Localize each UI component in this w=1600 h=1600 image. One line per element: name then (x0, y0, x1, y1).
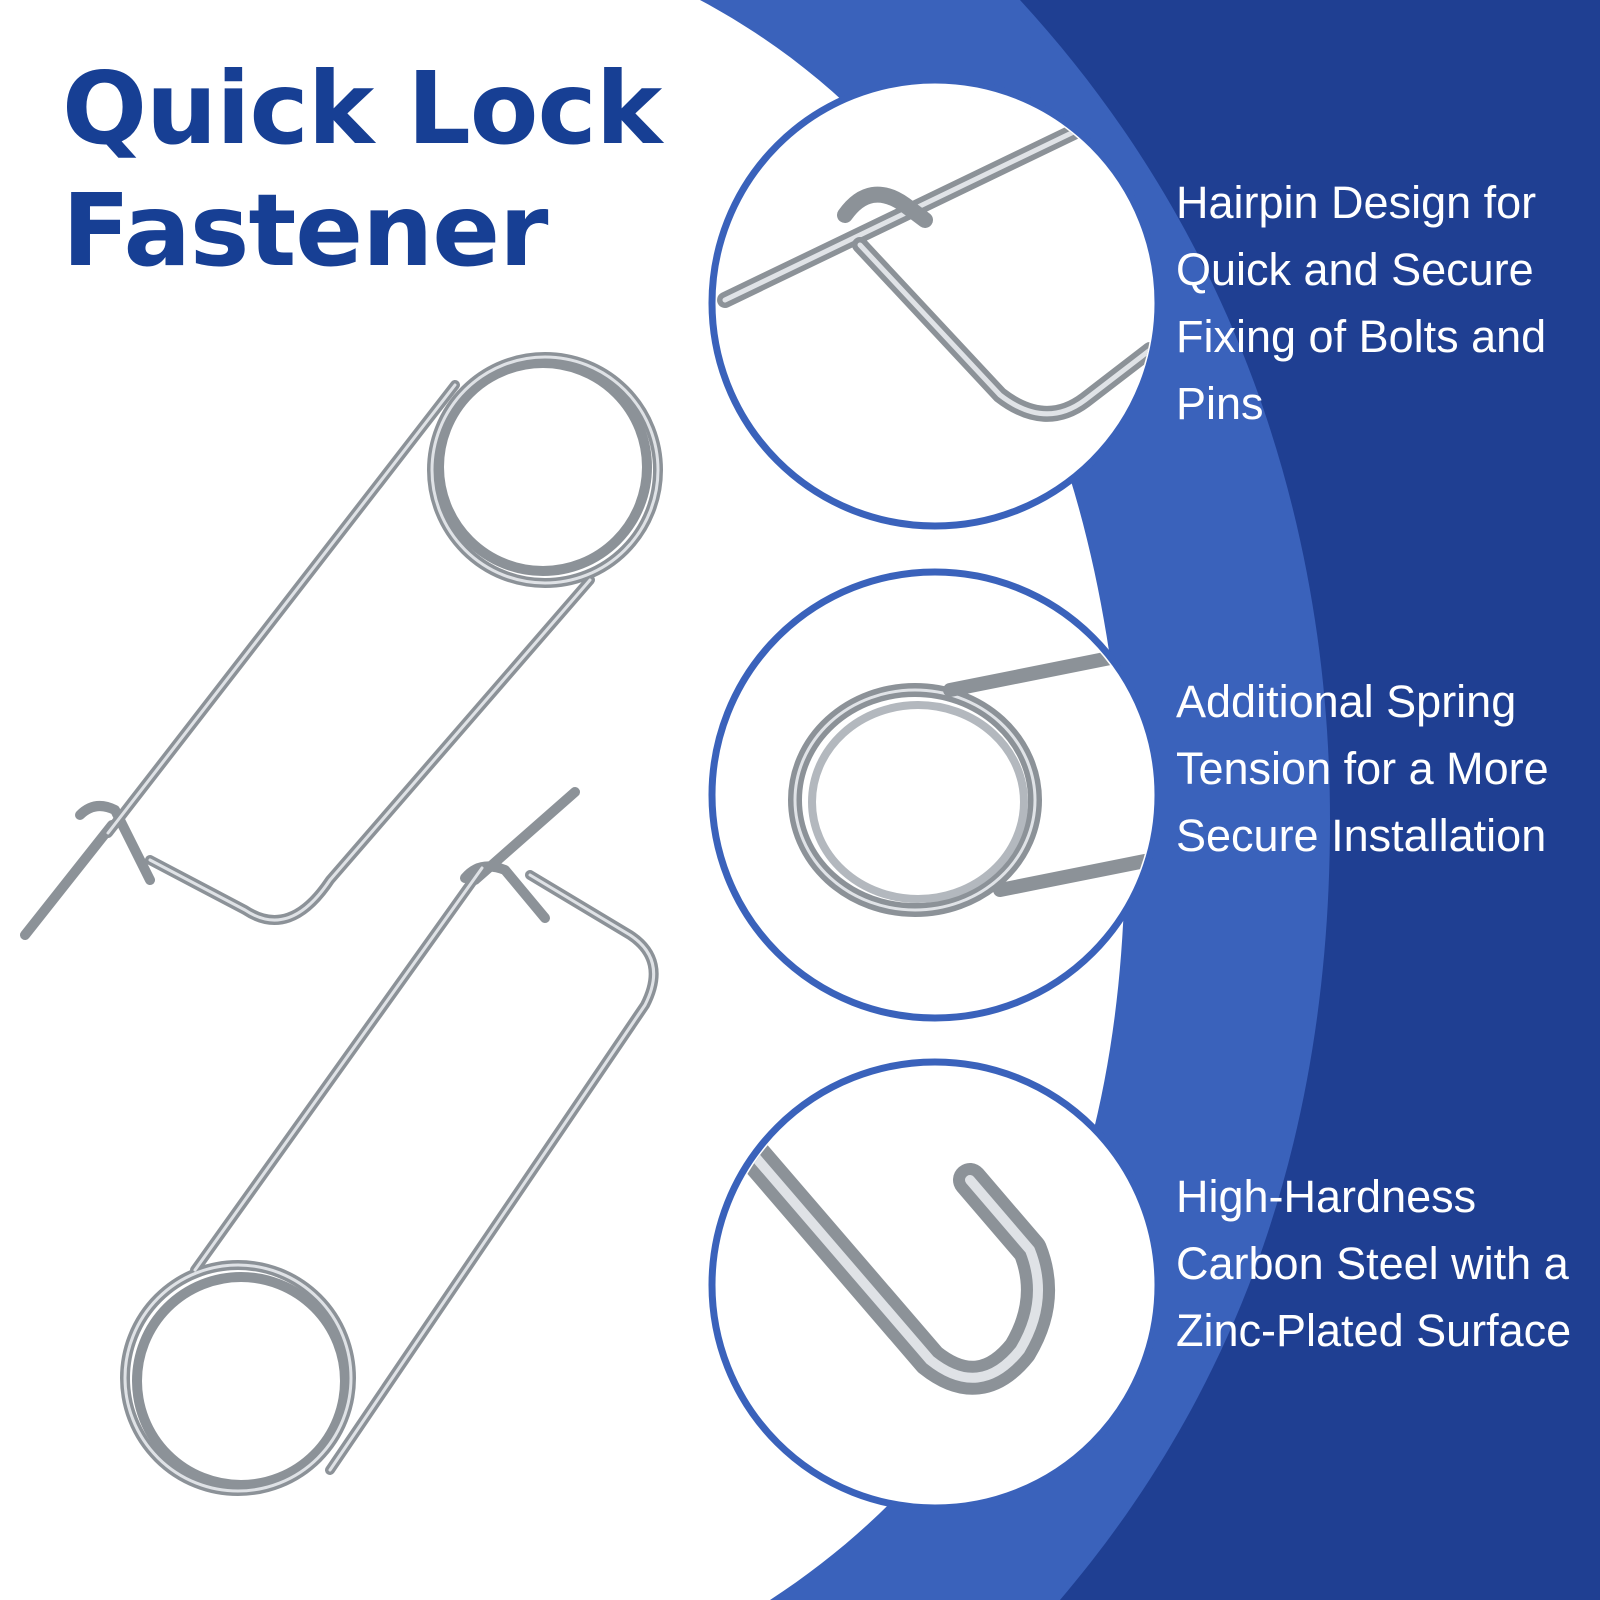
feature-text-spring: Additional Spring Tension for a More Sec… (1176, 676, 1549, 861)
page-title: Quick Lock Fastener (62, 48, 662, 292)
title-line-1: Quick Lock (62, 50, 662, 167)
blue-band-dark (1020, 0, 1600, 1600)
title-line-2: Fastener (62, 172, 548, 289)
upper-safety-pin-image (20, 352, 663, 940)
feature-text-steel: High-Hardness Carbon Steel with a Zinc-P… (1176, 1171, 1572, 1356)
detail-circle-hairpin (708, 76, 1162, 530)
feature-text-hairpin: Hairpin Design for Quick and Secure Fixi… (1176, 177, 1547, 429)
detail-circle-spring (708, 568, 1162, 1022)
lower-safety-pin-image (120, 787, 659, 1496)
detail-circle-hook (708, 1058, 1162, 1512)
